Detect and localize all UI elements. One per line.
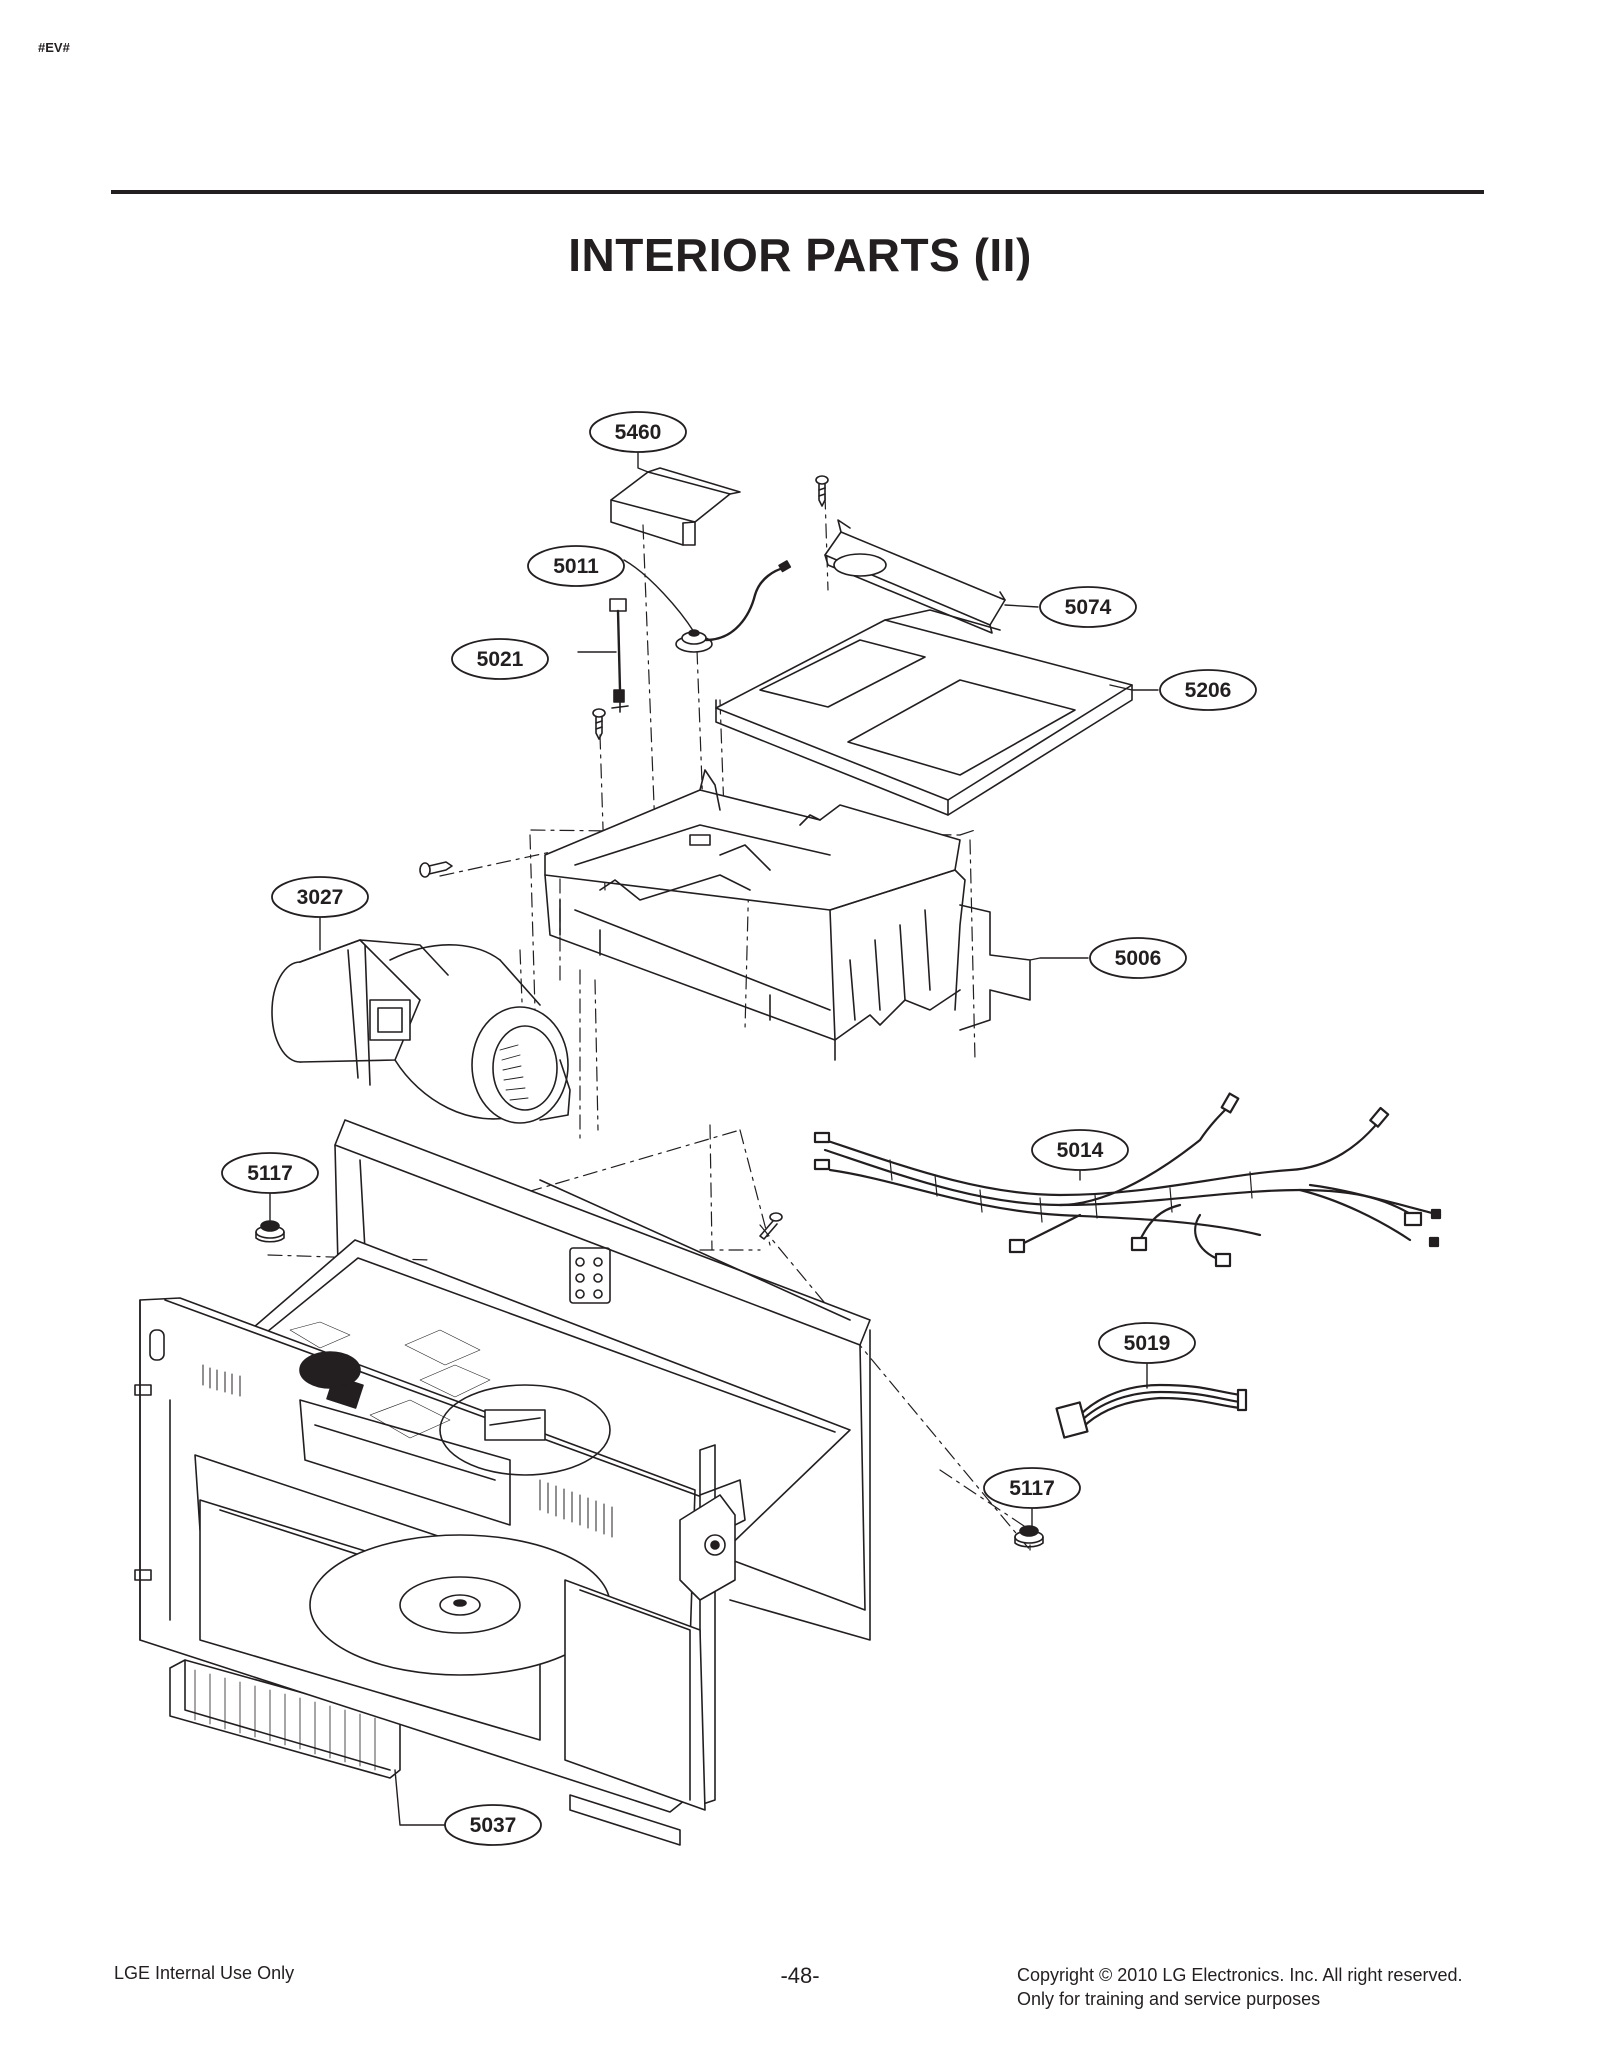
copyright-line-2: Only for training and service purposes: [1017, 1989, 1321, 2009]
callout-5206-bubble: [1159, 669, 1257, 711]
part-5011-sensor: [675, 560, 792, 653]
callout-5037-bubble: [444, 1804, 542, 1846]
part-5021-fuse: [609, 598, 629, 713]
callout-5021-label: 5021: [477, 648, 524, 671]
screw-left: [592, 708, 606, 740]
footer-copyright: Copyright © 2010 LG Electronics. Inc. Al…: [1017, 1963, 1462, 2011]
callout-5074-label: 5074: [1065, 596, 1112, 619]
page-number: -48-: [780, 1963, 820, 1988]
screw-top: [815, 475, 829, 507]
part-5074-shield: [824, 519, 1006, 634]
header-rule: [111, 190, 1484, 194]
part-5117-thermostat-left: [255, 1220, 285, 1243]
page-title: INTERIOR PARTS (II): [568, 229, 1032, 281]
part-5460-bracket: [610, 467, 741, 546]
part-5037-filter: [169, 1659, 401, 1779]
callout-5021-bubble: [451, 638, 549, 680]
copyright-line-1: Copyright © 2010 LG Electronics. Inc. Al…: [1017, 1965, 1463, 1985]
callout-5019-label: 5019: [1124, 1332, 1171, 1355]
callout-5074-bubble: [1039, 586, 1137, 628]
callout-5117-right-label: 5117: [1009, 1477, 1055, 1500]
callout-5014-bubble: [1031, 1129, 1129, 1171]
footer-internal-use: LGE Internal Use Only: [114, 1963, 295, 1983]
callout-5460-bubble: [589, 411, 687, 453]
part-5019-harness: [1055, 1383, 1248, 1439]
callout-5117-left-bubble: [221, 1152, 319, 1194]
callout-5117-right-bubble: [983, 1467, 1081, 1509]
screw-mid: [759, 1212, 783, 1240]
corner-mark: #EV#: [38, 40, 70, 55]
callout-3027-bubble: [271, 876, 369, 918]
callout-5019-bubble: [1098, 1322, 1196, 1364]
part-5014-harness: [813, 1092, 1442, 1268]
callout-5037-label: 5037: [470, 1814, 517, 1837]
part-5117-thermostat-right: [1014, 1525, 1044, 1548]
part-5206-cover: [715, 609, 1133, 816]
callout-bubbles: [221, 411, 1257, 1846]
callout-5460-label: 5460: [615, 421, 662, 444]
callout-5011-label: 5011: [553, 555, 599, 578]
callout-5206-label: 5206: [1185, 679, 1232, 702]
callout-3027-label: 3027: [297, 886, 344, 909]
callout-5006-bubble: [1089, 937, 1187, 979]
callout-5006-label: 5006: [1115, 947, 1162, 970]
part-3027-blower: [271, 939, 571, 1124]
callout-5014-label: 5014: [1057, 1139, 1104, 1162]
callout-5117-left-label: 5117: [247, 1162, 293, 1185]
screw-side: [419, 861, 453, 878]
callout-5011-bubble: [527, 545, 625, 587]
part-5006-duct: [544, 769, 1031, 1061]
microwave-cavity: [134, 1119, 871, 1846]
